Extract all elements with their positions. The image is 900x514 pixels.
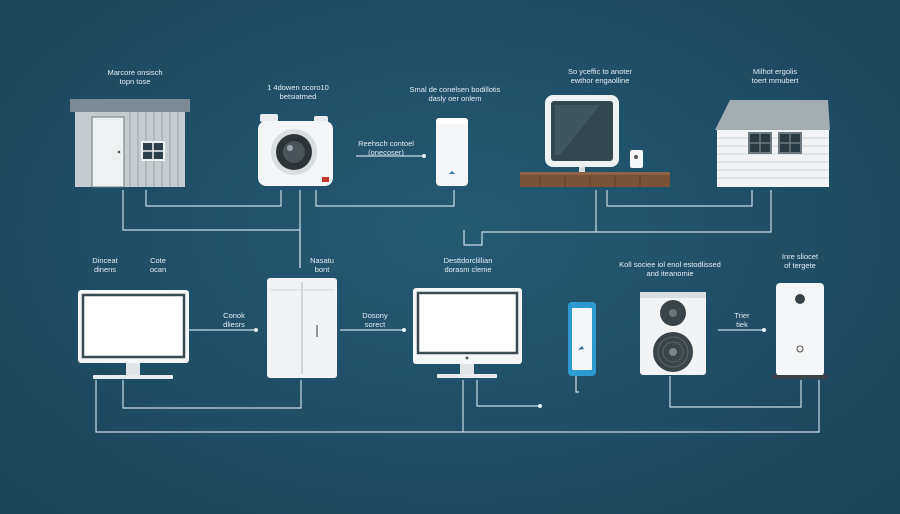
smart-speaker-icon	[772, 283, 828, 379]
shed-icon	[70, 99, 190, 188]
router-icon	[436, 118, 468, 186]
tv-icon	[520, 95, 670, 187]
cabinet-icon	[267, 278, 337, 378]
camera-link-label: Reehsch contoel(onecoser)	[358, 139, 414, 157]
phone-icon	[568, 302, 596, 376]
air-conditioner-icon	[640, 292, 706, 375]
connector-dots	[254, 154, 766, 408]
house-icon	[715, 100, 830, 187]
connector-lines	[95, 155, 820, 433]
camera-icon	[258, 114, 333, 186]
monitor-icon-left	[78, 290, 189, 379]
monitor-icon-center	[413, 288, 522, 378]
